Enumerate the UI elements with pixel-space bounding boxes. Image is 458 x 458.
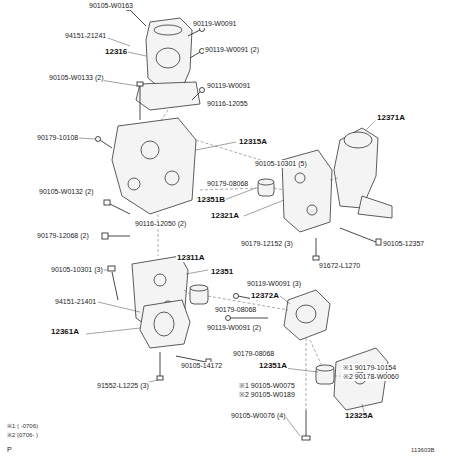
- callout-number: 94151-21401: [54, 298, 97, 306]
- callout-number: 90105-10301 (5): [254, 160, 308, 168]
- part-number: 12311A: [176, 254, 206, 262]
- part-number: 12321A: [210, 212, 240, 220]
- callout-number: 91552-L1225 (3): [96, 382, 150, 390]
- mount-insulator: [146, 18, 192, 88]
- callout-number: 90105-14172: [180, 362, 223, 370]
- part-number: 12316: [104, 48, 128, 56]
- callout-number: 90119-W0091 (3): [246, 280, 302, 288]
- part-number: 12325A: [344, 412, 374, 420]
- mount-insulator: [140, 300, 190, 348]
- callout-number: 90116-12055: [206, 100, 249, 108]
- callout-number: 90179-12152 (3): [240, 240, 294, 248]
- callout-number: 90119-W0091: [192, 20, 237, 28]
- callout-number: 90105-W0132 (2): [38, 188, 94, 196]
- part-number: 12372A: [250, 292, 280, 300]
- callout-number: 90105-12357: [382, 240, 425, 248]
- callout-number: 91672-L1270: [318, 262, 361, 270]
- callout-number: 90105-W0163: [88, 2, 134, 10]
- callout-number: 90179-10108: [36, 134, 79, 142]
- callout-number: 90105-W0133 (2): [48, 74, 104, 82]
- callout-number: 90119-W0091 (2): [206, 324, 262, 332]
- part-number: 12315A: [238, 138, 268, 146]
- callout-number: 94151-21241: [64, 32, 107, 40]
- mount-insulator: [284, 290, 330, 340]
- callout-number: 90179-08068: [232, 350, 275, 358]
- callout-number: 90116-12050 (2): [134, 220, 187, 228]
- callout-number: ※2 90105-W0189: [238, 391, 296, 399]
- callout-number: 90119-W0091 (2): [204, 46, 260, 54]
- callout-number: P: [6, 446, 13, 454]
- callout-number: ※2 90178-W0060: [342, 373, 400, 381]
- part-number: 12351: [210, 268, 234, 276]
- mount-bracket: [112, 118, 196, 214]
- callout-number: 90105-W0076 (4): [230, 412, 286, 420]
- callout-number: 90105-10301 (3): [50, 266, 104, 274]
- callout-number: 90119-W0091: [206, 82, 251, 90]
- mount-insulator: [334, 128, 378, 208]
- callout-number: 90179-08068: [206, 180, 249, 188]
- callout-number: ※1 90179-10154: [342, 364, 397, 372]
- callout-number: 90179-12068 (2): [36, 232, 90, 240]
- part-number: 12371A: [376, 114, 406, 122]
- callout-number: 113603B: [410, 446, 436, 454]
- callout-number: ※1 90105-W0075: [238, 382, 296, 390]
- part-number: 12351A: [258, 362, 288, 370]
- part-number: 12361A: [50, 328, 80, 336]
- part-number: 12351B: [196, 196, 226, 204]
- callout-number: ※2 (0706- ): [6, 431, 39, 439]
- callout-number: ※1 ( -0706): [6, 422, 39, 430]
- callout-number: 90179-08068: [214, 306, 257, 314]
